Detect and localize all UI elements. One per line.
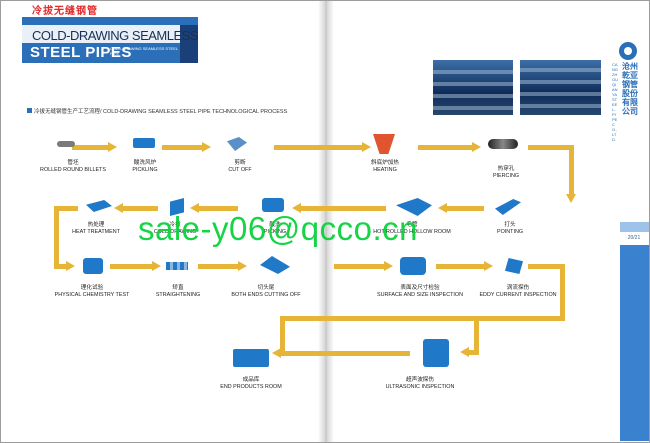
flow-arrow-left-icon	[190, 203, 199, 213]
flow-arrow-right-icon	[384, 261, 393, 271]
flow-line	[162, 145, 202, 150]
flow-line	[72, 145, 112, 150]
flow-line	[418, 145, 474, 150]
flow-arrow-right-icon	[202, 142, 211, 152]
flow-arrow-right-icon	[472, 142, 481, 152]
flow-line	[444, 206, 484, 211]
pipe-photo-2	[520, 60, 601, 115]
header-subtitle: COLD-DRAWING SEAMLESS STEEL PIPE	[110, 46, 178, 56]
flow-arrow-right-icon	[238, 261, 247, 271]
flow-arrow-down-icon	[566, 194, 576, 203]
flow-line	[468, 350, 479, 355]
side-tab-light	[620, 222, 649, 232]
flow-arrow-right-icon	[152, 261, 161, 271]
flow-arrow-left-icon	[292, 203, 301, 213]
pipe-photo-1	[433, 60, 513, 115]
flow-line	[474, 320, 479, 352]
flow-arrow-left-icon	[438, 203, 447, 213]
flow-arrow-right-icon	[484, 261, 493, 271]
flow-line	[528, 145, 574, 150]
flow-line	[54, 206, 59, 266]
flow-line	[110, 264, 154, 269]
flow-line	[54, 206, 78, 211]
company-name-en: CANGZHOU QIANYA STEEL-PIPE CO.,LTD.	[612, 62, 618, 142]
flow-arrow-left-icon	[114, 203, 123, 213]
physical-test-icon	[83, 258, 103, 274]
flow-line	[198, 264, 240, 269]
flow-line	[330, 316, 565, 321]
flow-line	[120, 206, 158, 211]
straightening-icon	[166, 262, 188, 270]
flow-line	[280, 316, 334, 321]
warehouse-icon	[233, 349, 269, 367]
flow-line	[300, 206, 386, 211]
flow-line	[560, 264, 565, 318]
flow-arrow-left-icon	[460, 347, 469, 357]
header-title-line1: COLD-DRAWING SEAMLESS	[32, 28, 199, 43]
flow-arrow-right-icon	[66, 261, 75, 271]
company-name-cn: 沧州乾亚钢管股份有限公司	[622, 62, 638, 116]
ultrasonic-icon	[423, 339, 449, 367]
flow-arrow-right-icon	[108, 142, 117, 152]
side-tab-strip	[620, 245, 649, 441]
flow-line	[569, 145, 574, 197]
flow-arrow-left-icon	[272, 348, 281, 358]
header-cn-title: 冷拔无缝钢管	[32, 6, 98, 17]
header-title-band	[22, 25, 180, 43]
cold-drawing-icon	[170, 198, 184, 216]
eddy-current-icon	[505, 258, 523, 274]
page-number: 20/21	[627, 235, 641, 241]
header-accent	[180, 25, 198, 63]
email-watermark: sale-y06@qcco.cn	[138, 210, 418, 247]
header-title-line2: STEEL PIPES	[30, 44, 132, 61]
pickling-tank-icon	[133, 138, 155, 148]
title-marker	[27, 108, 32, 113]
flow-line	[436, 264, 486, 269]
inspection-icon	[400, 257, 426, 275]
flow-line	[280, 316, 285, 354]
flow-line	[196, 206, 238, 211]
flow-arrow-right-icon	[362, 142, 371, 152]
flow-line	[280, 351, 410, 356]
piercing-icon	[488, 139, 518, 149]
heating-furnace-icon	[373, 134, 395, 154]
flow-line	[528, 264, 564, 269]
pickling-bath-icon	[262, 198, 284, 212]
flow-line	[274, 145, 364, 150]
flow-line	[334, 264, 386, 269]
company-logo-icon	[619, 42, 637, 60]
page-fold	[318, 1, 334, 442]
process-title: 冷拔无缝钢管生产工艺流程/ COLD-DRAWING SEAMLESS STEE…	[34, 109, 288, 115]
billet-icon	[57, 141, 75, 147]
flow-line	[54, 264, 68, 269]
